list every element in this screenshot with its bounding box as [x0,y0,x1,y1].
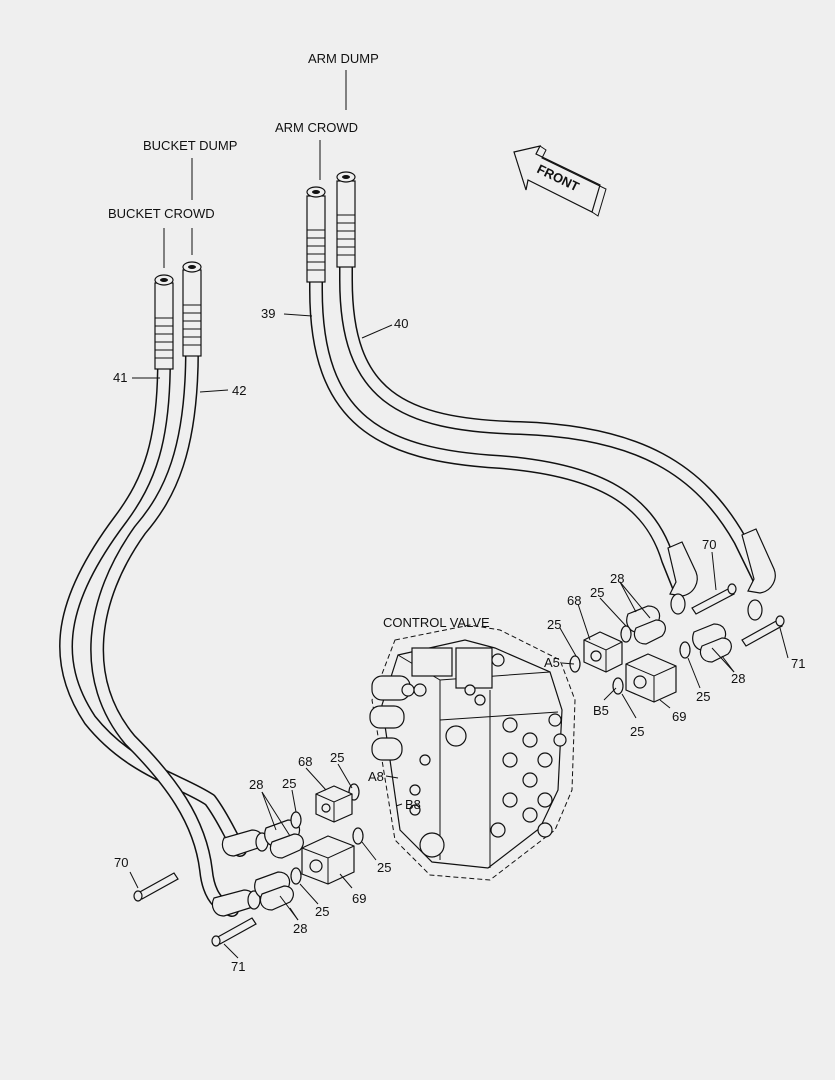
callout-28-right-top: 28 [610,571,624,586]
hose-40 [339,176,769,592]
callout-25-left-b: 25 [282,776,296,791]
callout-25-right-c: 25 [696,689,710,704]
bucket-hose-fittings [154,261,269,917]
callout-70-left: 70 [114,855,128,870]
callout-68-left: 68 [298,754,312,769]
callout-25-left-d: 25 [315,904,329,919]
callout-68-right: 68 [567,593,581,608]
callout-39: 39 [261,306,275,321]
callout-25-left-c: 25 [377,860,391,875]
hose-39 [309,191,687,597]
arm-dump-label: ARM DUMP [308,51,379,66]
arm-hose-fittings [306,171,776,621]
callout-71-right: 71 [791,656,805,671]
port-a5-label: A5 [544,655,560,670]
callout-28-right-bottom: 28 [731,671,745,686]
control-valve: CONTROL VALVE [369,615,576,881]
right-flange-parts [569,583,785,703]
callout-25-right-a: 25 [590,585,604,600]
callout-28-left-bottom: 28 [293,921,307,936]
front-arrow: FRONT [513,145,607,217]
hose-42 [90,265,239,917]
bucket-crowd-label: BUCKET CROWD [108,206,215,221]
callout-25-right-d: 25 [630,724,644,739]
bucket-dump-label: BUCKET DUMP [143,138,237,153]
hose-41 [59,278,247,857]
valve-fittings [401,653,567,838]
leader-lines [129,70,789,959]
port-b5-label: B5 [593,703,609,718]
labels: ARM DUMP ARM CROWD BUCKET DUMP BUCKET CR… [108,51,805,974]
callout-40: 40 [394,316,408,331]
callout-28-left-top: 28 [249,777,263,792]
arm-crowd-label: ARM CROWD [275,120,358,135]
left-flange-parts [133,783,364,947]
callout-69-right: 69 [672,709,686,724]
callout-71-left: 71 [231,959,245,974]
callout-42: 42 [232,383,246,398]
port-b8-label: B8 [405,797,421,812]
callout-69-left: 69 [352,891,366,906]
callout-70-right: 70 [702,537,716,552]
callout-25-left-a: 25 [330,750,344,765]
port-a8-label: A8 [368,769,384,784]
control-valve-label: CONTROL VALVE [383,615,490,630]
callout-25-right-b: 25 [547,617,561,632]
callout-41: 41 [113,370,127,385]
